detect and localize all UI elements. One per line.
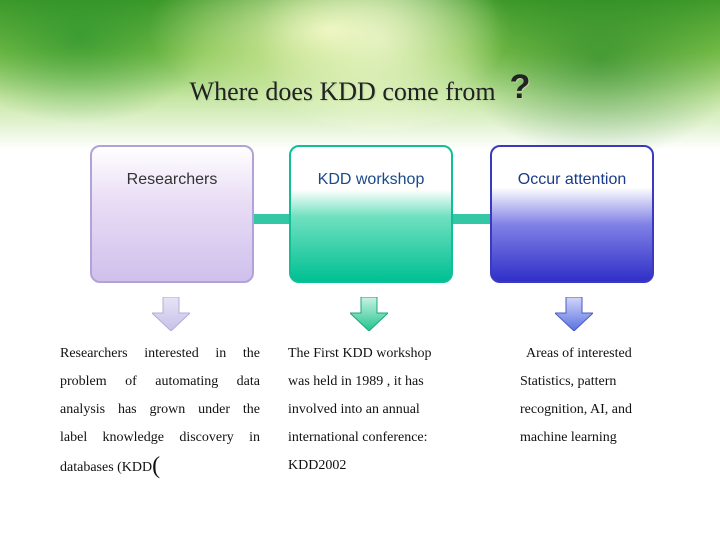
text-line: KDD2002: [288, 458, 347, 473]
text-line: was held in 1989 , it has: [288, 374, 424, 389]
text-line: Researchers interested in the: [60, 346, 260, 361]
slide-title: Where does KDD come from?: [0, 68, 720, 107]
header-banner: [0, 0, 720, 150]
text-line: recognition, AI, and: [520, 402, 632, 417]
workshop-description: The First KDD workshop was held in 1989 …: [288, 340, 488, 480]
text-line: international conference:: [288, 430, 428, 445]
down-arrow-icon: [555, 297, 593, 331]
open-paren: (: [152, 453, 161, 479]
attention-description: Areas of interested Statistics, pattern …: [520, 340, 715, 452]
text-line: Areas of interested: [526, 346, 632, 361]
title-question-mark: ?: [509, 68, 531, 106]
card-researchers: Researchers: [90, 145, 254, 283]
down-arrow-icon: [152, 297, 190, 331]
text-line: problem of automating data: [60, 374, 260, 389]
text-line: label knowledge discovery in: [60, 430, 260, 445]
title-text: Where does KDD come from: [189, 77, 496, 106]
card-label: Occur attention: [517, 171, 627, 188]
text-line: Statistics, pattern: [520, 374, 617, 389]
card-label: KDD workshop: [317, 171, 425, 188]
text-line: databases (KDD: [60, 460, 153, 475]
text-line: analysis has grown under the: [60, 402, 260, 417]
text-line: The First KDD workshop: [288, 346, 432, 361]
card-label: Researchers: [126, 171, 218, 188]
text-line-last: databases (KDD(: [60, 452, 260, 480]
down-arrow-icon: [350, 297, 388, 331]
text-line: involved into an annual: [288, 402, 420, 417]
card-kdd-workshop: KDD workshop: [289, 145, 453, 283]
researchers-description: Researchers interested in the problem of…: [60, 340, 260, 480]
globe-decoration: [230, 0, 530, 130]
card-occur-attention: Occur attention: [490, 145, 654, 283]
text-line: machine learning: [520, 430, 617, 445]
